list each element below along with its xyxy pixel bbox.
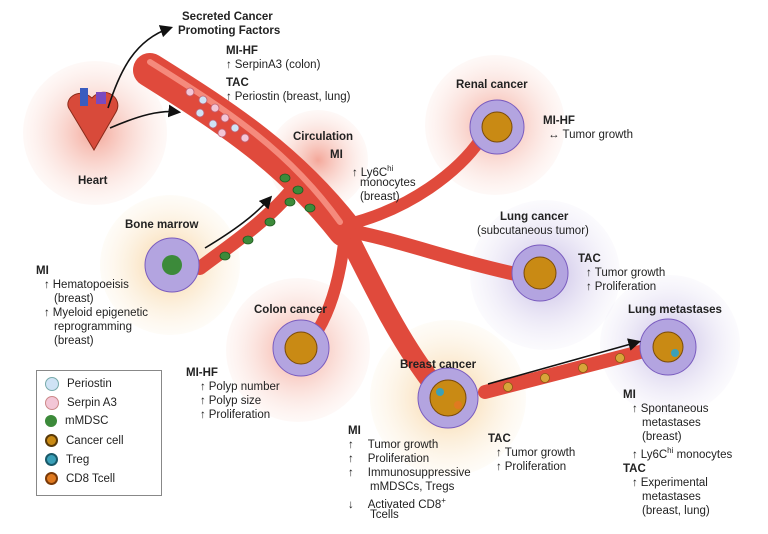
serpin-swatch xyxy=(45,396,59,410)
secreted-factors-line1: Secreted Cancer xyxy=(182,11,273,23)
bone-marrow-title: Bone marrow xyxy=(125,219,199,231)
circulation-line2: monocytes xyxy=(360,177,416,189)
lung-met-t2: metastases xyxy=(642,491,701,503)
colon-title: Colon cancer xyxy=(254,304,327,316)
heart-to-factors-arrow xyxy=(107,25,174,109)
circulating-cancer-cells xyxy=(503,353,625,392)
mi-left-l5: (breast) xyxy=(54,335,94,347)
colon-tumor xyxy=(272,319,330,377)
lung-title: Lung cancer xyxy=(500,211,569,223)
breast-e4b: Tcells xyxy=(370,509,399,521)
breast-e4: ↓Activated CD8+ xyxy=(348,496,446,511)
circulation-title: Circulation xyxy=(293,131,354,143)
legend-item-mmdsc: mMDSC xyxy=(45,415,108,427)
secreted-factors-line2: Promoting Factors xyxy=(178,25,281,37)
breast-t1: ↑Tumor growth xyxy=(496,447,576,459)
mi-left-l4: reprogramming xyxy=(54,321,132,333)
bone-marrow-to-circulation-arrow xyxy=(204,195,273,249)
lung-met-model-tac: TAC xyxy=(623,463,646,475)
lung-met-m3: (breast) xyxy=(642,431,682,443)
mi-left-l3: ↑Myeloid epigenetic xyxy=(44,307,149,319)
bone-marrow-cluster xyxy=(144,237,200,293)
legend-item-treg: Treg xyxy=(45,453,89,466)
breast-model-tac: TAC xyxy=(488,433,511,445)
renal-effect: ↔Tumor growth xyxy=(548,129,634,141)
breast-tumor xyxy=(417,367,479,429)
breast-e2: ↑Proliferation xyxy=(348,453,430,465)
breast-t2: ↑Proliferation xyxy=(496,461,567,473)
periostin-swatch xyxy=(45,377,59,391)
breast-model-mi: MI xyxy=(348,425,361,437)
lung-met-tumor xyxy=(639,318,697,376)
treg-swatch xyxy=(45,453,58,466)
legend: Periostin Serpin A3 mMDSC Cancer cell Tr… xyxy=(36,370,162,496)
circulation-model: MI xyxy=(330,149,343,161)
lung-met-model-mi: MI xyxy=(623,389,636,401)
heart-to-vessel-arrow xyxy=(109,104,182,129)
breast-to-lung-met-arrow xyxy=(487,338,642,385)
colon-e3: ↑Proliferation xyxy=(200,409,271,421)
lung-met-m1: ↑Spontaneous xyxy=(632,403,709,415)
mmdsc-cells xyxy=(219,173,316,261)
colon-model: MI-HF xyxy=(186,367,218,379)
lung-met-m4: ↑Ly6Chi monocytes xyxy=(632,446,733,461)
lung-model: TAC xyxy=(578,253,601,265)
circulation-line3: (breast) xyxy=(360,191,400,203)
renal-model: MI-HF xyxy=(543,115,575,127)
legend-item-cancer-cell: Cancer cell xyxy=(45,434,124,447)
lung-subtitle: (subcutaneous tumor) xyxy=(477,225,589,237)
mihf-top-label: MI-HF xyxy=(226,45,258,57)
renal-title: Renal cancer xyxy=(456,79,528,91)
heart-illustration xyxy=(67,88,119,151)
lung-met-title: Lung metastases xyxy=(628,304,722,316)
lung-e2: ↑Proliferation xyxy=(586,281,657,293)
tac-top-label: TAC xyxy=(226,77,249,89)
cancer-cell-swatch xyxy=(45,434,58,447)
tac-top-text: ↑Periostin (breast, lung) xyxy=(226,91,351,103)
breast-e3: ↑Immunosuppressive xyxy=(348,467,471,479)
secreted-factor-cells xyxy=(185,87,250,143)
mihf-top-text: ↑SerpinA3 (colon) xyxy=(226,59,321,71)
legend-item-periostin: Periostin xyxy=(45,377,112,391)
colon-e2: ↑Polyp size xyxy=(200,395,262,407)
legend-item-cd8: CD8 Tcell xyxy=(45,472,115,485)
mi-left-l1: ↑Hematopoeisis xyxy=(44,279,129,291)
breast-title: Breast cancer xyxy=(400,359,477,371)
breast-e3b: mMDSCs, Tregs xyxy=(370,481,455,493)
lung-met-m2: metastases xyxy=(642,417,701,429)
heart-label: Heart xyxy=(78,175,108,187)
lung-e1: ↑Tumor growth xyxy=(586,267,666,279)
cd8-swatch xyxy=(45,472,58,485)
vessel-highlights xyxy=(147,59,343,225)
lung-tumor xyxy=(511,244,569,302)
mi-left-l2: (breast) xyxy=(54,293,94,305)
breast-e1: ↑Tumor growth xyxy=(348,439,439,451)
circulation-line1: ↑Ly6Chi xyxy=(352,164,394,179)
mmdsc-swatch xyxy=(45,415,57,427)
renal-tumor xyxy=(469,99,525,155)
colon-e1: ↑Polyp number xyxy=(200,381,280,393)
legend-item-serpin: Serpin A3 xyxy=(45,396,117,410)
lung-met-t3: (breast, lung) xyxy=(642,505,710,517)
mi-left-model: MI xyxy=(36,265,49,277)
lung-met-t1: ↑Experimental xyxy=(632,477,708,489)
